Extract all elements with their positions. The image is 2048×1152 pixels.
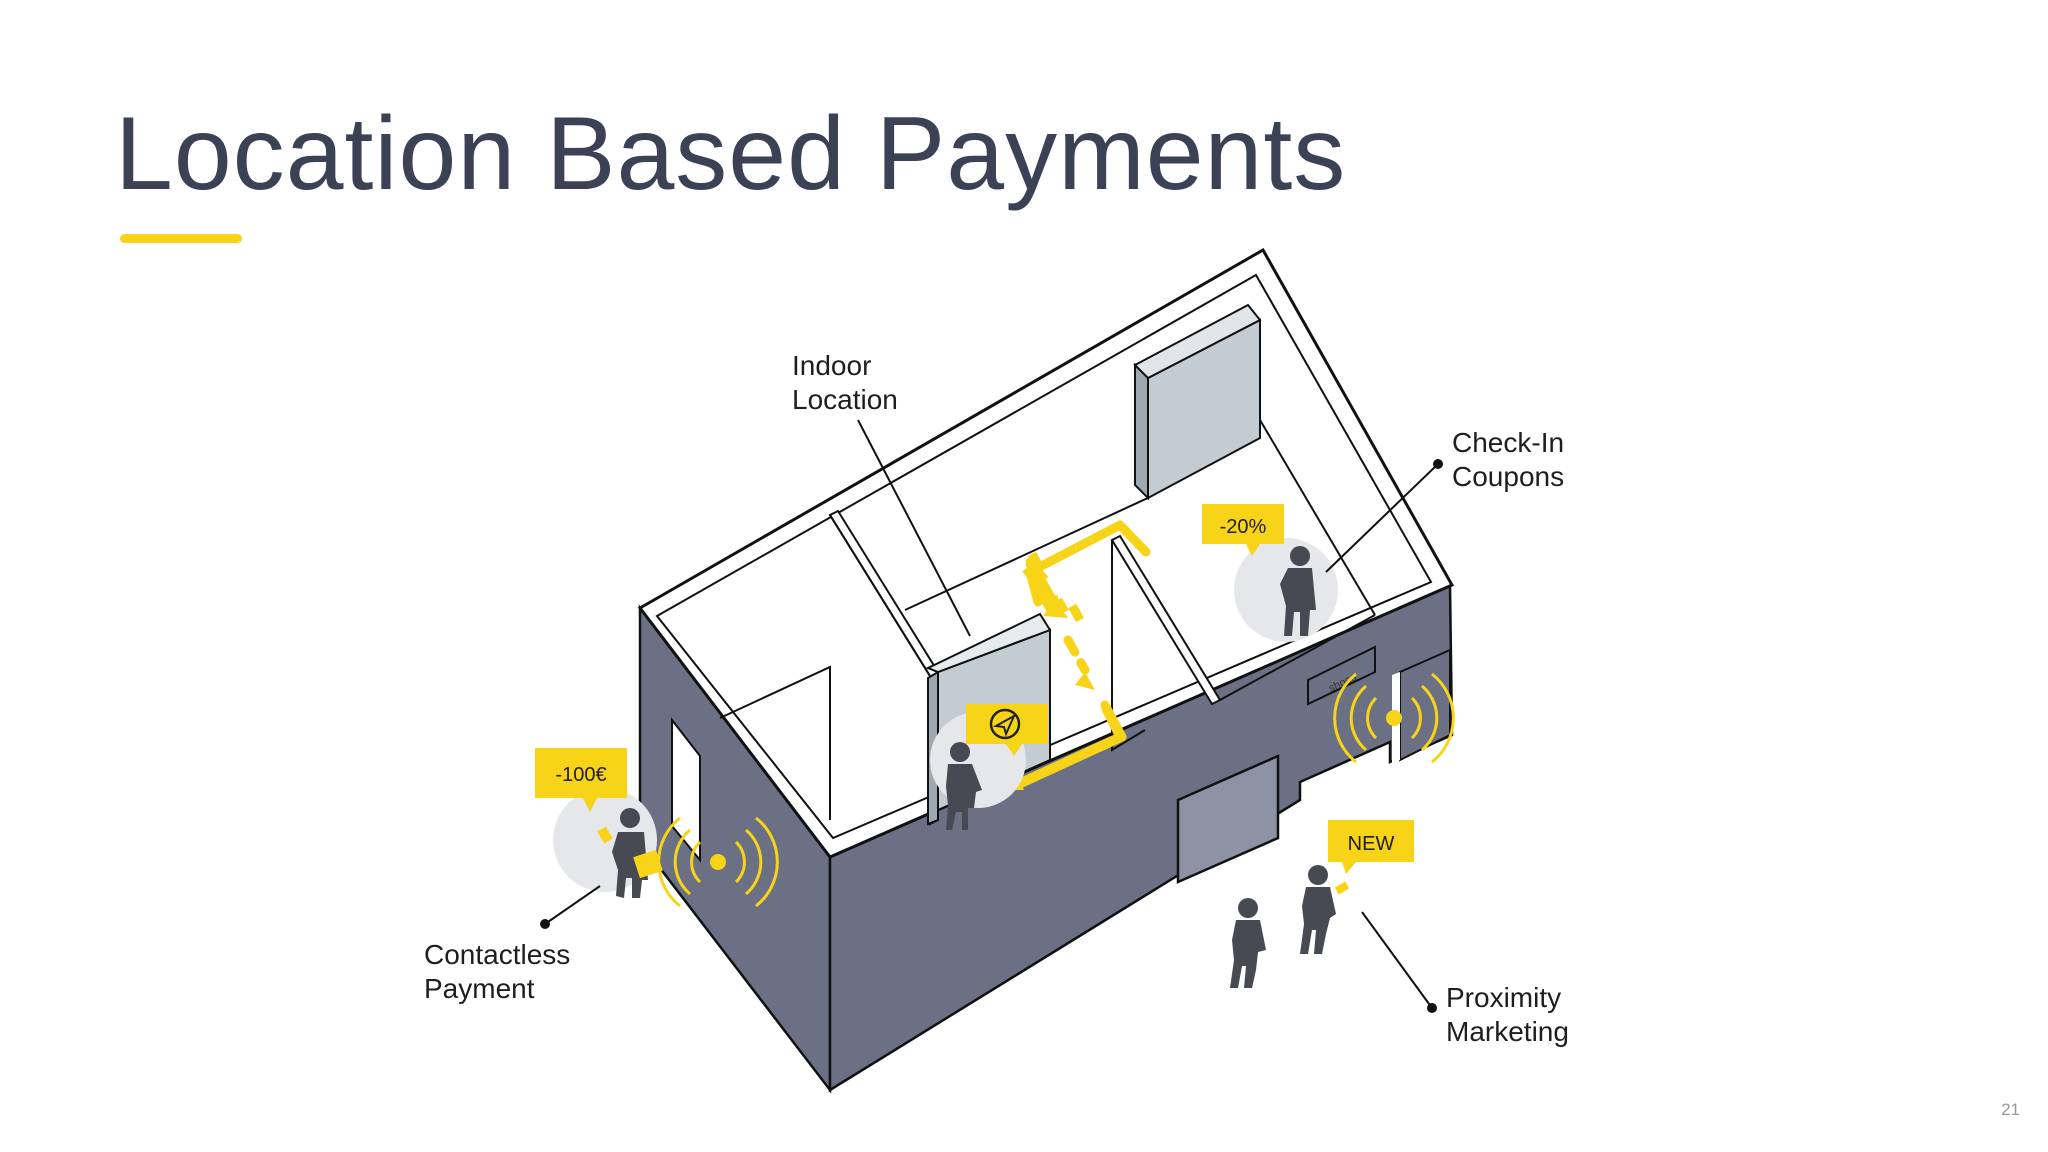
passerby-1 [1230,898,1266,988]
price-tag-minus-100: -100€ [535,748,627,812]
left-door-opening [671,717,701,863]
shelf-back-right-side [1134,362,1149,501]
shopper-check-in [1234,538,1338,642]
shelf-back-right-top [1133,303,1262,380]
slide-title: Location Based Payments [115,96,1347,212]
navigation-tag [966,704,1048,756]
shelf-center-top [925,612,1052,674]
leader-indoor-location [857,419,971,637]
interior-floor-left [719,665,831,820]
leader-proximity [1361,911,1437,1013]
front-exterior-wall [828,583,1454,1093]
label-proximity-marketing: Proximity Marketing [1446,982,1569,1047]
label-indoor-location: Indoor Location [792,350,898,415]
title-underline [120,234,242,243]
nav-arrowhead-1 [1043,600,1068,618]
passerby-2 [1300,865,1350,954]
shopper-contactless [553,788,663,898]
svg-text:-20%: -20% [1220,516,1267,538]
partition-wall-left-top [829,514,931,677]
nav-arrowhead-2 [1075,672,1095,690]
label-contactless-payment: Contactless Payment [424,939,578,1004]
store-window [1176,754,1280,884]
beacon-waves-right [1333,672,1455,764]
new-tag: NEW [1328,820,1414,874]
beacon-waves-left [657,816,779,908]
price-tag-minus-20: -20% [1202,504,1284,556]
leader-check-in [1325,459,1443,573]
leader-contactless [540,885,601,929]
svg-text:-100€: -100€ [555,764,606,786]
label-check-in-coupons: Check-In Coupons [1452,427,1572,492]
partition-wall-mid-lower [1111,540,1146,752]
page-number: 21 [2001,1100,2020,1119]
svg-text:NEW: NEW [1348,833,1395,855]
navigation-arrow-icon [989,708,1021,740]
